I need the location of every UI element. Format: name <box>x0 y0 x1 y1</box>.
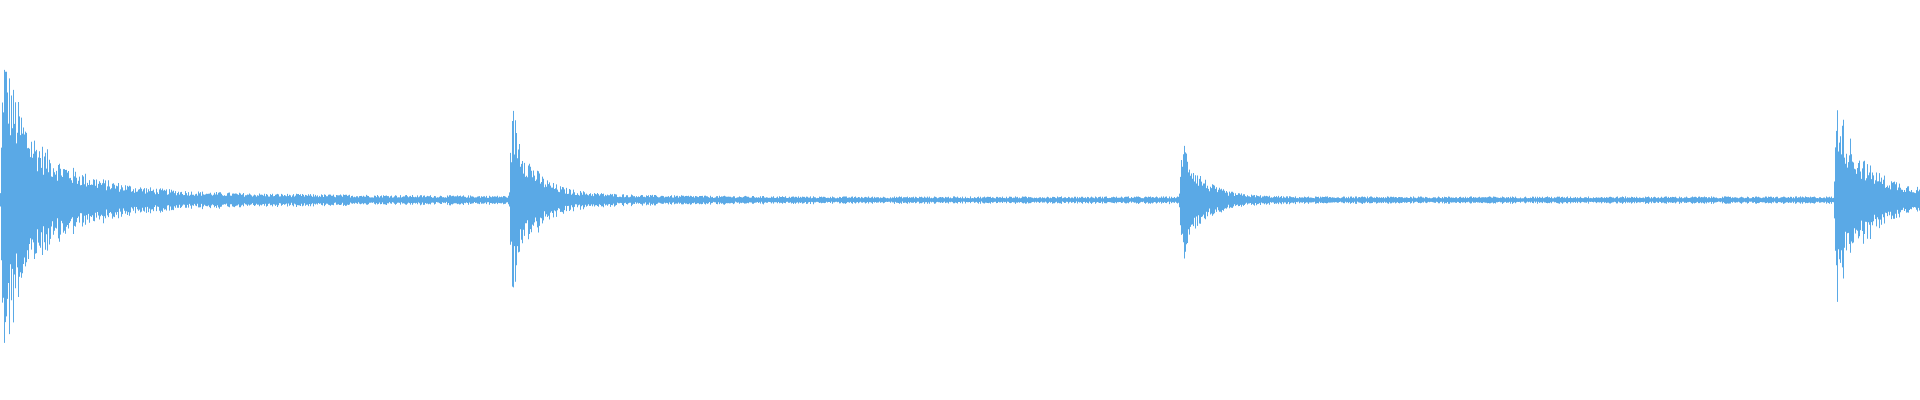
waveform-samples <box>0 69 1920 343</box>
waveform-trace <box>0 69 1920 343</box>
